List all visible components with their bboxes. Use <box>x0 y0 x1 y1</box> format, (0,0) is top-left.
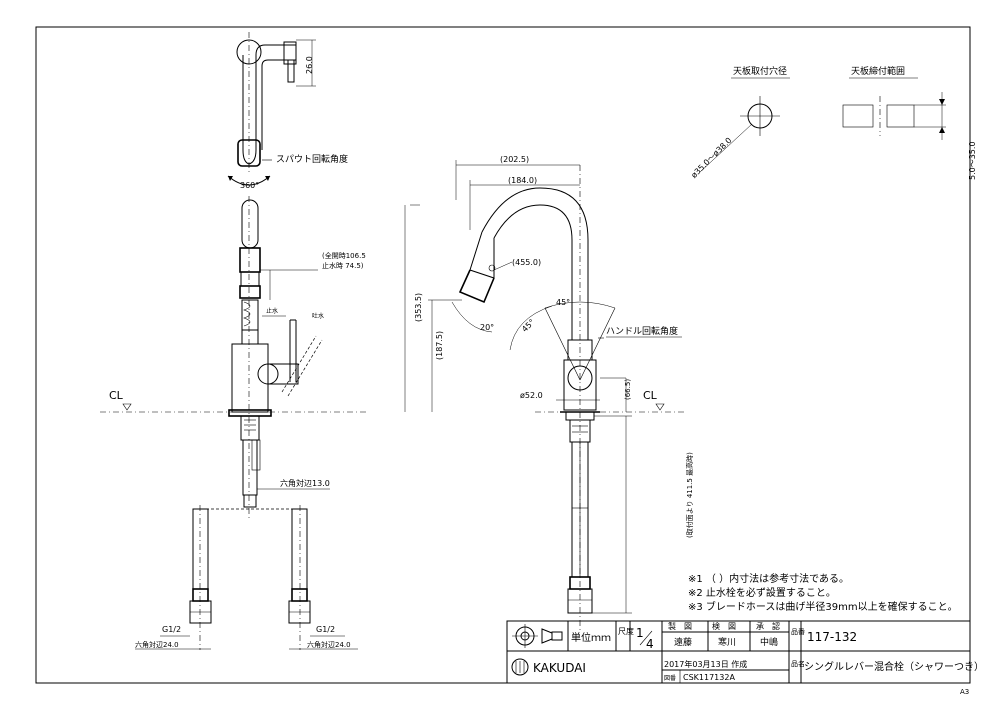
unit-label: 単位ｍｍ <box>571 631 611 644</box>
brand-name: KAKUDAI <box>533 661 586 675</box>
side-view: (全開時106.5 止水時 74.5) 止水 吐水 CL 六角対辺13.0 G1… <box>100 196 366 650</box>
header-approved: 承 認 <box>756 621 780 631</box>
hex24-right: 六角対辺24.0 <box>307 640 351 649</box>
g12-left: G1/2 <box>162 625 181 634</box>
name-approved: 中嶋 <box>760 636 778 648</box>
dim-stop-water: 止水時 74.5) <box>322 261 364 270</box>
dim-353: (353.5) <box>414 293 423 322</box>
clamp-dim: 5.0～35.0 <box>968 141 977 180</box>
dim-52: ø52.0 <box>520 391 543 400</box>
note-3: ※3 ブレードホースは曲げ半径39mm以上を確保すること。 <box>688 600 958 613</box>
header-checked: 検 図 <box>712 621 736 631</box>
hex13-label: 六角対辺13.0 <box>280 478 330 488</box>
creation-date: 2017年03月13日 作成 <box>664 659 747 669</box>
dim-66: (66.5) <box>624 379 632 400</box>
hole-detail: 天板取付穴径 ø35.0～ø38.0 <box>689 65 790 180</box>
name-checked: 寒川 <box>718 636 736 648</box>
sheet-size: A3 <box>960 688 969 696</box>
scale-den: 4 <box>646 637 654 651</box>
hex24-left: 六角対辺24.0 <box>135 640 179 649</box>
hole-dim: ø35.0～ø38.0 <box>689 136 733 180</box>
stop-label: 止水 <box>266 307 278 315</box>
dim-full-open: (全開時106.5 <box>322 251 366 260</box>
spout-rotation-label: スパウト回転角度 <box>276 153 348 165</box>
scale-label: 尺度 <box>618 626 634 636</box>
product-number: 117-132 <box>807 630 857 644</box>
top-view: 26.0 360° スパウト回転角度 <box>227 32 348 190</box>
scale-num: 1 <box>636 626 644 640</box>
hole-title: 天板取付穴径 <box>733 65 787 77</box>
angle-20: 20° <box>480 323 494 332</box>
number-label: 品番 <box>791 628 805 636</box>
sheet-border <box>35 26 971 684</box>
header-drawn: 製 図 <box>668 621 692 631</box>
projection-symbol <box>512 624 563 648</box>
handle-rotation-label: ハンドル回転角度 <box>606 325 678 337</box>
doc-label: 図番 <box>664 675 676 682</box>
name-label: 品名 <box>791 659 805 668</box>
flow-label: 吐水 <box>312 312 324 320</box>
spout-angle: 360° <box>240 181 259 190</box>
angle-45a: 45° <box>556 298 570 307</box>
product-name: シングルレバー混合栓（シャワーつき） <box>804 660 984 673</box>
front-view: (202.5) (184.0) (455.0) (353.5) (187.5) … <box>404 155 694 630</box>
cl-right: CL <box>643 389 658 402</box>
dim-184: (184.0) <box>508 176 537 185</box>
notes: ※1 （ ）内寸法は参考寸法である。 ※2 止水栓を必ず設置すること。 ※3 ブ… <box>688 572 958 613</box>
note-1: ※1 （ ）内寸法は参考寸法である。 <box>688 572 849 585</box>
note-2: ※2 止水栓を必ず設置すること。 <box>688 586 836 599</box>
title-block: 単位ｍｍ 尺度 1 4 製 図 検 図 承 認 遠藤 寒川 中嶋 品番 117-… <box>506 620 984 684</box>
clamp-detail: 天板締付範囲 5.0～35.0 <box>842 65 977 180</box>
g12-right: G1/2 <box>316 625 335 634</box>
cl-left: CL <box>109 389 124 402</box>
doc-number: CSK117132A <box>683 673 735 682</box>
dim-202: (202.5) <box>500 155 529 164</box>
dim-26: 26.0 <box>305 56 314 74</box>
name-drawn: 遠藤 <box>674 636 692 648</box>
dim-187: (187.5) <box>435 331 444 360</box>
dim-455: (455.0) <box>512 258 541 267</box>
angle-45b: 45° <box>520 318 536 334</box>
kakudai-logo: KAKUDAI <box>511 658 586 676</box>
clamp-title: 天板締付範囲 <box>851 65 905 77</box>
dim-411: (取付面より 411.5 最高時) <box>685 452 694 538</box>
